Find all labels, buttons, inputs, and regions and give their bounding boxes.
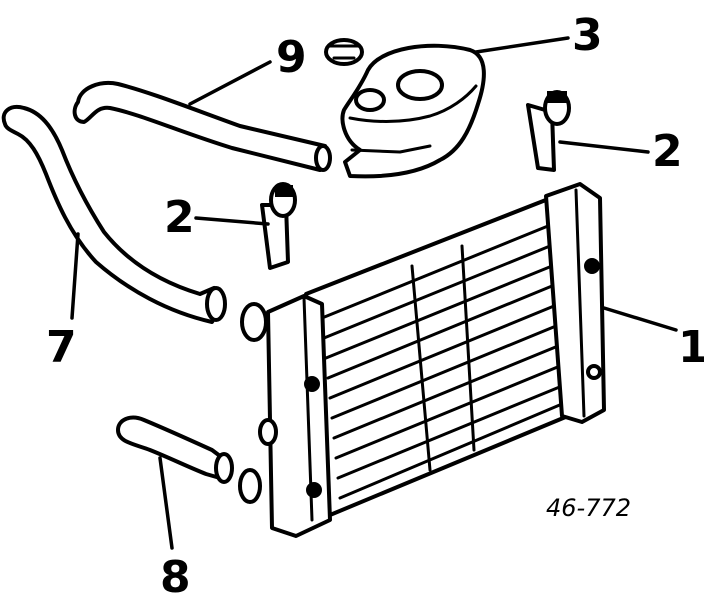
callout-hose-tank: 9 <box>276 32 307 83</box>
leader-1 <box>602 306 678 332</box>
hose-lower <box>116 415 234 484</box>
reference-number: 46-772 <box>546 494 631 522</box>
leader-8 <box>158 456 174 550</box>
callout-hose-upper: 7 <box>46 322 77 373</box>
hose-upper <box>1 105 227 324</box>
callout-labels: 1 2 2 3 7 8 9 <box>46 10 704 600</box>
leader-3 <box>474 36 570 54</box>
leader-2-right <box>558 140 650 154</box>
callout-expansion-tank: 3 <box>572 10 603 61</box>
radiator-fins <box>320 224 564 500</box>
hose-tank <box>72 81 332 172</box>
filler-cap <box>324 38 364 66</box>
radiator <box>238 182 606 538</box>
mounting-bracket-right <box>526 90 571 172</box>
mounting-bracket-left <box>260 182 297 270</box>
callout-bracket-left: 2 <box>164 192 195 243</box>
callout-hose-lower: 8 <box>160 552 191 600</box>
leader-9 <box>188 60 272 106</box>
callout-bracket-right: 2 <box>652 126 683 177</box>
callout-radiator: 1 <box>678 322 704 373</box>
expansion-tank <box>340 43 486 179</box>
leader-lines <box>70 36 678 550</box>
leader-2-left <box>194 216 270 226</box>
leader-7 <box>70 232 80 320</box>
